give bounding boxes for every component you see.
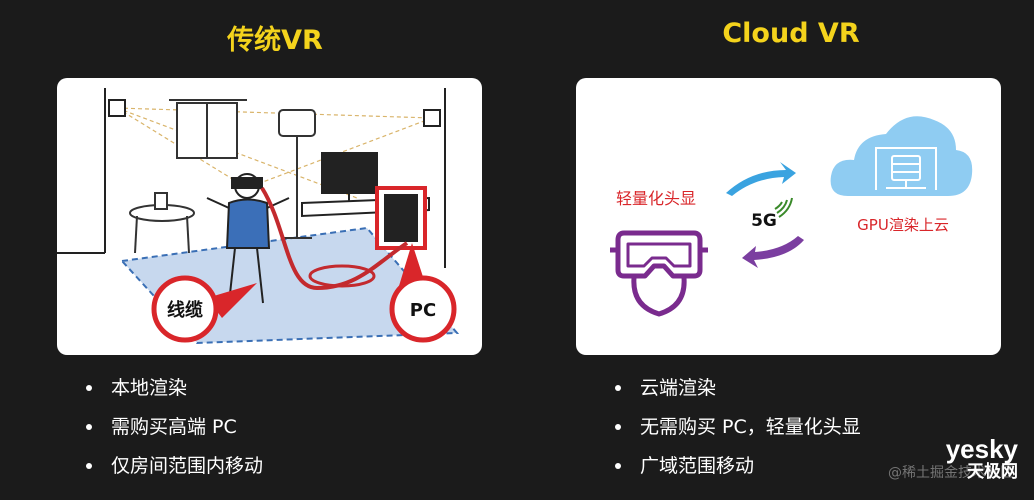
bullet-icon bbox=[86, 384, 92, 391]
bullet-icon bbox=[615, 423, 621, 430]
brand-logo: yesky 天极网 bbox=[946, 436, 1018, 482]
vr-user-icon bbox=[206, 173, 290, 304]
traditional-vr-illustration: 线缆 PC bbox=[57, 88, 460, 345]
list-item: 广域范围移动 bbox=[615, 446, 861, 485]
cloud-vr-panel: 轻量化头显 5G bbox=[576, 78, 1001, 355]
window-icon bbox=[169, 99, 247, 159]
cable-label: 线缆 bbox=[167, 299, 203, 321]
bullet-icon bbox=[86, 462, 92, 469]
list-item: 仅房间范围内移动 bbox=[86, 446, 263, 485]
traditional-vr-panel: 线缆 PC bbox=[57, 78, 482, 355]
cable-callout bbox=[151, 275, 219, 343]
pc-tower-icon bbox=[375, 186, 427, 250]
signal-icon bbox=[774, 197, 793, 218]
headset-label: 轻量化头显 bbox=[616, 189, 696, 208]
traditional-vr-features: 本地渲染 需购买高端 PC 仅房间范围内移动 bbox=[86, 368, 263, 485]
cloud-vr-features: 云端渲染 无需购买 PC，轻量化头显 广域范围移动 bbox=[615, 368, 861, 485]
list-item: 无需购买 PC，轻量化头显 bbox=[615, 407, 861, 446]
uplink-arrow-icon bbox=[726, 162, 796, 196]
brand-logo-subtitle: 天极网 bbox=[967, 462, 1018, 482]
side-table-icon bbox=[129, 192, 195, 254]
bullet-icon bbox=[86, 423, 92, 430]
pc-label: PC bbox=[410, 300, 436, 321]
cloud-vr-title: Cloud VR bbox=[722, 18, 860, 49]
watermark: @稀土掘金技术社区 bbox=[888, 465, 1014, 481]
base-station-icon bbox=[108, 99, 441, 127]
cloud-vr-illustration: 轻量化头显 5G bbox=[610, 116, 973, 317]
traditional-vr-title: 传统VR bbox=[227, 25, 323, 56]
vr-headset-icon bbox=[610, 230, 708, 317]
5g-label: 5G bbox=[751, 211, 777, 231]
cloud-label: GPU渲染上云 bbox=[857, 216, 949, 234]
bullet-icon bbox=[615, 462, 621, 469]
cloud-icon bbox=[830, 116, 973, 196]
cable-line bbox=[260, 186, 409, 291]
pc-callout bbox=[389, 275, 457, 343]
list-item: 需购买高端 PC bbox=[86, 407, 263, 446]
downlink-arrow-icon bbox=[742, 236, 804, 268]
list-item: 云端渲染 bbox=[615, 368, 861, 407]
list-item: 本地渲染 bbox=[86, 368, 263, 407]
bullet-icon bbox=[615, 384, 621, 391]
brand-logo-text: yesky bbox=[945, 434, 1018, 464]
lamp-icon bbox=[278, 109, 316, 239]
